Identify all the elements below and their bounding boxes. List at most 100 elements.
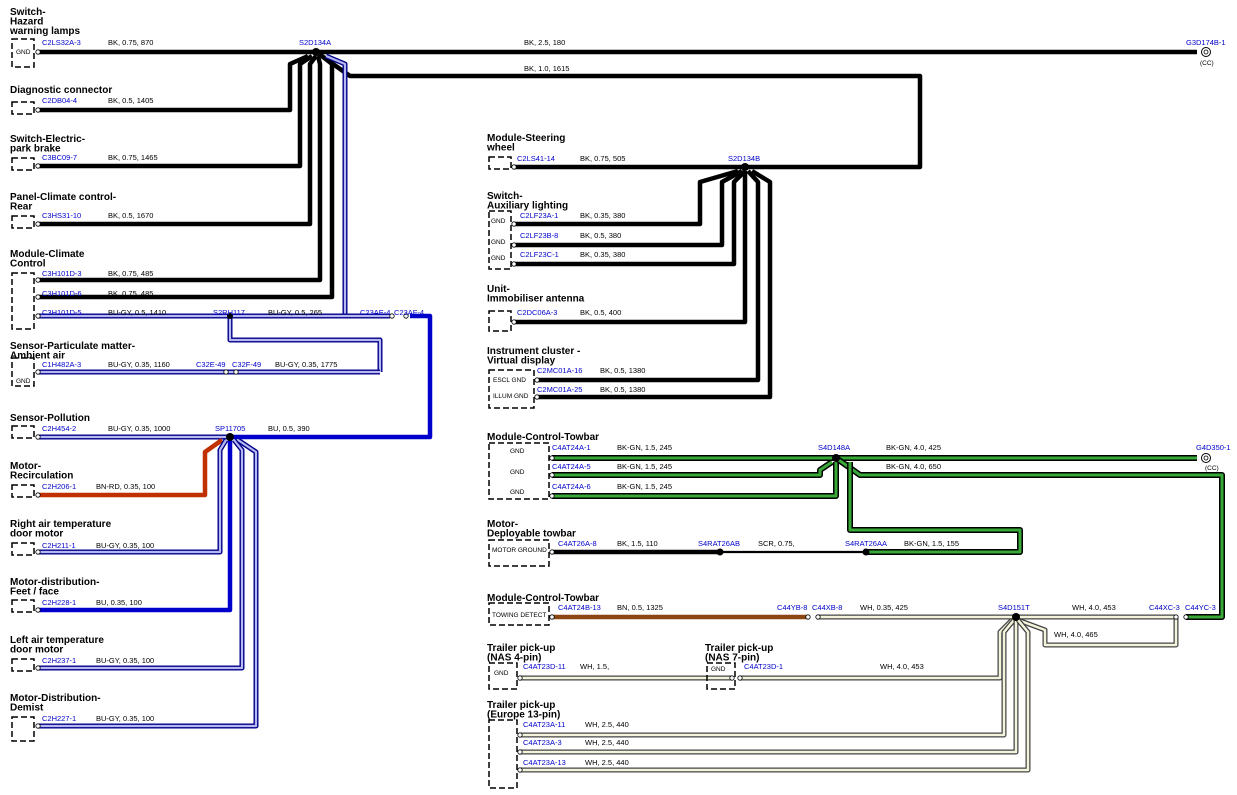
wire-spec: BK, 0.75, 485 xyxy=(108,289,153,298)
wire-recirc xyxy=(38,438,224,498)
connector-code: C2H228-1 xyxy=(42,598,76,607)
climrear-title: Rear xyxy=(10,202,32,213)
wire-spec: BN-RD, 0.35, 100 xyxy=(96,482,155,491)
wire-epb xyxy=(38,54,314,169)
nas7-title: Trailer pick-up xyxy=(705,643,773,654)
wire-spec: BK, 0.75, 870 xyxy=(108,38,153,47)
wire-climrear xyxy=(38,54,318,227)
motor-ground-label: MOTOR GROUND xyxy=(492,547,547,554)
wire-c44xc-s4d151t xyxy=(1017,617,1179,648)
climctl-title: Module-Climate xyxy=(10,249,85,260)
connector-code: C4AT24B-13 xyxy=(558,603,601,612)
recirc-box xyxy=(11,484,35,498)
connector-code: C2H211-1 xyxy=(42,541,76,550)
connector-code: C2LF23B-8 xyxy=(520,231,558,240)
inline-connector-label: C23AE-4 xyxy=(360,308,390,317)
pin xyxy=(517,749,523,755)
wire-spec: BK, 1.5, 110 xyxy=(617,539,658,548)
gnd-label: GND xyxy=(491,218,506,225)
wire-eu-11 xyxy=(520,618,1016,738)
climctl-title: Control xyxy=(10,259,46,270)
wire-climctl-6 xyxy=(38,54,335,300)
wire-s4d148a-c44yc xyxy=(834,455,1225,620)
inline-connector-label: C32F-49 xyxy=(232,360,261,369)
pin xyxy=(511,164,517,170)
wire-eu-13 xyxy=(520,618,1031,773)
gnd-label: GND xyxy=(491,239,506,246)
towbar2-box xyxy=(488,602,550,626)
wire-deptow-bkgn xyxy=(847,462,1023,555)
pin xyxy=(35,221,41,227)
deptow-title: Deployable towbar xyxy=(487,529,576,540)
gnd-label: GND xyxy=(711,666,726,673)
connector-code: C4AT23A-13 xyxy=(523,758,566,767)
gnd-label: GND xyxy=(510,448,525,455)
pin xyxy=(517,732,523,738)
leftair-title: Left air temperature xyxy=(10,635,104,646)
wire-diag xyxy=(38,53,309,113)
wire-spec: BU-GY, 0.5, 265 xyxy=(268,308,322,317)
pin xyxy=(35,277,41,283)
pin xyxy=(35,607,41,613)
pin xyxy=(549,549,555,555)
boxes-layer xyxy=(11,38,1211,789)
inline-pin xyxy=(233,369,239,375)
nas7-title: (NAS 7-pin) xyxy=(705,653,759,664)
connector-code: C4AT23A-3 xyxy=(523,738,562,747)
inline-pin xyxy=(223,369,229,375)
inline-connector-label: C44XB-8 xyxy=(812,603,842,612)
connector-code: C1H482A-3 xyxy=(42,360,81,369)
wire-spec: BK, 0.75, 485 xyxy=(108,269,153,278)
pin xyxy=(35,313,41,319)
nas4-title: (NAS 4-pin) xyxy=(487,653,541,664)
inline-pin xyxy=(1173,614,1179,620)
splice-label: S2RH117 xyxy=(213,308,245,317)
pm-box xyxy=(11,357,35,387)
auxlight-title: Auxiliary lighting xyxy=(487,201,568,212)
pin xyxy=(511,261,517,267)
wire-tow-5 xyxy=(552,459,834,478)
pin xyxy=(35,294,41,300)
splice-s2d134b xyxy=(741,163,749,171)
wire-spec: BK-GN, 1.5, 245 xyxy=(617,482,672,491)
wire-spec: WH, 0.35, 425 xyxy=(860,603,908,612)
splice-s2rh117 xyxy=(227,313,233,319)
diag-box xyxy=(11,101,35,115)
wire-spec: BU-GY, 0.35, 1000 xyxy=(108,424,170,433)
wire-climctl-3 xyxy=(38,55,323,283)
wire-immob xyxy=(514,171,748,325)
wire-aux-3 xyxy=(514,169,747,267)
pin xyxy=(534,377,540,383)
inline-connector-label: C23AF-4 xyxy=(394,308,424,317)
wire-spec: BK, 0.5, 1405 xyxy=(108,96,153,105)
auxlight-box xyxy=(488,210,512,270)
connector-code: C2LF23A-1 xyxy=(520,211,558,220)
splice-s2d134a xyxy=(312,48,320,56)
pin xyxy=(35,549,41,555)
splice-label: S2D134A xyxy=(299,38,331,47)
deptow-title: Motor- xyxy=(487,519,518,530)
inline-connector-label: C44XC-3 xyxy=(1149,603,1180,612)
ground-g3d174b-icon xyxy=(1201,47,1211,57)
connector-code: C2LS41-14 xyxy=(517,154,555,163)
immob-title: Immobiliser antenna xyxy=(487,294,585,305)
connector-code: C2LF23C-1 xyxy=(520,250,559,259)
splice-s4d151t xyxy=(1012,613,1020,621)
pin xyxy=(549,614,555,620)
immob-title: Unit- xyxy=(487,284,510,295)
splice-label: S2D134B xyxy=(728,154,760,163)
leftair-title: door motor xyxy=(10,645,63,656)
connector-code: C2MC01A-16 xyxy=(537,366,582,375)
pm-title: Sensor-Particulate matter- xyxy=(10,341,135,352)
wire-spec: BK, 0.75, 505 xyxy=(580,154,625,163)
pin xyxy=(517,767,523,773)
wire-spec: BK, 0.5, 1380 xyxy=(600,366,645,375)
splice-sp11705 xyxy=(226,433,234,441)
gnd-label: GND xyxy=(494,670,509,677)
auxlight-title: Switch- xyxy=(487,191,523,202)
towbar1-box xyxy=(488,442,550,500)
wire-spec: WH, 4.0, 453 xyxy=(1072,603,1116,612)
splice-s4rat26ab xyxy=(716,548,724,556)
connector-code: C3BC09-7 xyxy=(42,153,77,162)
rightair-box xyxy=(11,542,35,556)
